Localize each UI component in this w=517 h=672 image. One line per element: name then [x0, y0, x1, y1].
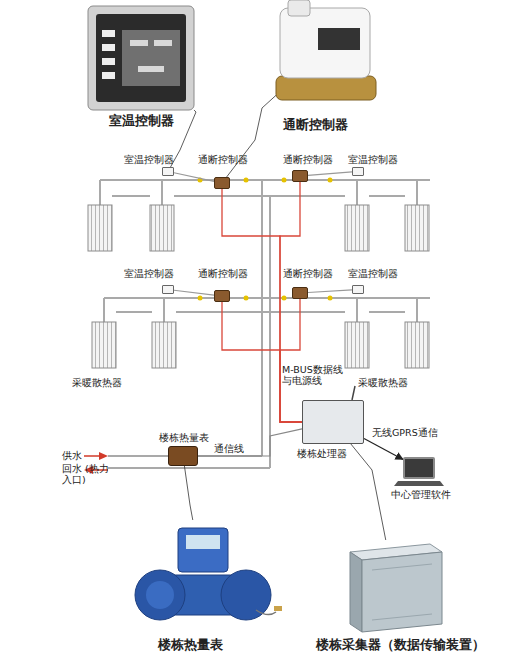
connector-line [351, 444, 386, 540]
connector-line [280, 299, 302, 422]
radiator [92, 322, 116, 368]
connector-line [184, 466, 192, 520]
thermostat-button [102, 44, 115, 51]
connector-line [171, 110, 196, 167]
valve-device: 通断控制器 [214, 177, 230, 189]
radiator [150, 205, 174, 251]
meter-flange [221, 570, 271, 620]
device-photo: 楼栋热量表 [148, 520, 258, 630]
supply-arrow-shaft [84, 455, 100, 457]
meter-sensor-cable [256, 610, 276, 615]
antenna [352, 386, 355, 400]
thermostat-case [88, 6, 194, 110]
thermostat-button [102, 58, 115, 65]
annotation-label: 供水 [62, 450, 92, 461]
thermostat-lcd [122, 30, 180, 86]
node-label: 楼栋热量表 [140, 638, 240, 653]
radiator [152, 322, 176, 368]
radiator [345, 322, 369, 368]
lcd-segment [154, 40, 172, 46]
radiator [405, 205, 429, 251]
thermostat-panel [96, 14, 186, 102]
valve-device: 通断控制器 [214, 290, 230, 302]
device-photo: 室温控制器 [88, 6, 194, 110]
valve-brass-body [276, 76, 376, 100]
connector-line [308, 290, 352, 293]
meter-display [186, 535, 220, 549]
valve-knob [288, 0, 310, 16]
node-label: 室温控制器 [91, 114, 191, 129]
pipe-fitting [282, 296, 287, 301]
riser-pipe [108, 180, 270, 468]
node-label: 楼栋采集器（数据传输装置） [300, 638, 500, 653]
radiator [88, 205, 112, 251]
device-photo: 楼栋采集器（数据传输装置） [345, 540, 445, 634]
node-label: 楼栋处理器 [297, 449, 357, 460]
keyboard [394, 481, 444, 486]
pipe-fitting [244, 178, 249, 183]
valve-actuator [280, 8, 370, 78]
connector-line [174, 173, 214, 182]
pipe-fitting [198, 296, 203, 301]
meter-flange [135, 570, 185, 620]
node-label: 通断控制器 [270, 118, 360, 133]
supply-arrow-head [99, 452, 108, 460]
annotation-label: 采暖散热器 [72, 377, 132, 388]
lcd-segment [138, 66, 164, 72]
node-label: 通断控制器 [193, 155, 253, 166]
connector-line [222, 302, 302, 422]
heating-pipe [100, 180, 430, 205]
node-label: 楼栋热量表 [154, 433, 214, 444]
node-label: 室温控制器 [343, 269, 403, 280]
meter-head [178, 528, 228, 572]
node-label: 室温控制器 [343, 155, 403, 166]
thermostat-device: 室温控制器 [162, 285, 174, 294]
meter-flange-face [146, 581, 174, 609]
edge-label: 通信线 [214, 443, 258, 454]
heat-meter-device: 楼栋热量表 [168, 446, 198, 466]
pipe-fitting [244, 296, 249, 301]
collector-front [362, 552, 442, 632]
collector-groove [372, 614, 432, 620]
building-processor: 楼栋处理器 [302, 400, 364, 444]
node-label: 中心管理软件 [388, 490, 454, 501]
annotation-label: M-BUS数据线 与电源线 [282, 364, 346, 387]
radiator [405, 322, 429, 368]
annotation-label: 回水 (热力入口) [62, 463, 110, 486]
computer-monitor: 中心管理软件 [403, 457, 435, 479]
connector-line [222, 189, 302, 422]
node-label: 通断控制器 [278, 269, 338, 280]
device-photo: 通断控制器 [276, 0, 376, 100]
pipe-fitting [328, 178, 333, 183]
connector-line [198, 429, 302, 456]
valve-panel [318, 28, 360, 50]
thermostat-device: 室温控制器 [162, 167, 174, 176]
annotation-label: 采暖散热器 [358, 377, 418, 388]
pipe-fitting [328, 296, 333, 301]
valve-device: 通断控制器 [292, 287, 308, 299]
radiator [345, 205, 369, 251]
heating-pipe [104, 298, 430, 322]
node-label: 通断控制器 [193, 269, 253, 280]
node-label: 室温控制器 [119, 155, 179, 166]
connector-line [174, 290, 214, 295]
collector-side [350, 552, 362, 632]
pipe-fitting [282, 178, 287, 183]
node-label: 通断控制器 [278, 155, 338, 166]
thermostat-button [102, 30, 115, 37]
valve-device: 通断控制器 [292, 170, 308, 182]
thermostat-device: 室温控制器 [352, 167, 364, 176]
thermostat-device: 室温控制器 [352, 285, 364, 294]
lcd-segment [130, 40, 148, 46]
node-label: 室温控制器 [119, 269, 179, 280]
connector-arrow [364, 439, 403, 460]
thermostat-button [102, 72, 115, 79]
connector-line [308, 172, 352, 175]
meter-sensor [274, 606, 282, 611]
collector-groove [372, 564, 432, 570]
edge-label: 无线GPRS通信 [372, 427, 448, 438]
